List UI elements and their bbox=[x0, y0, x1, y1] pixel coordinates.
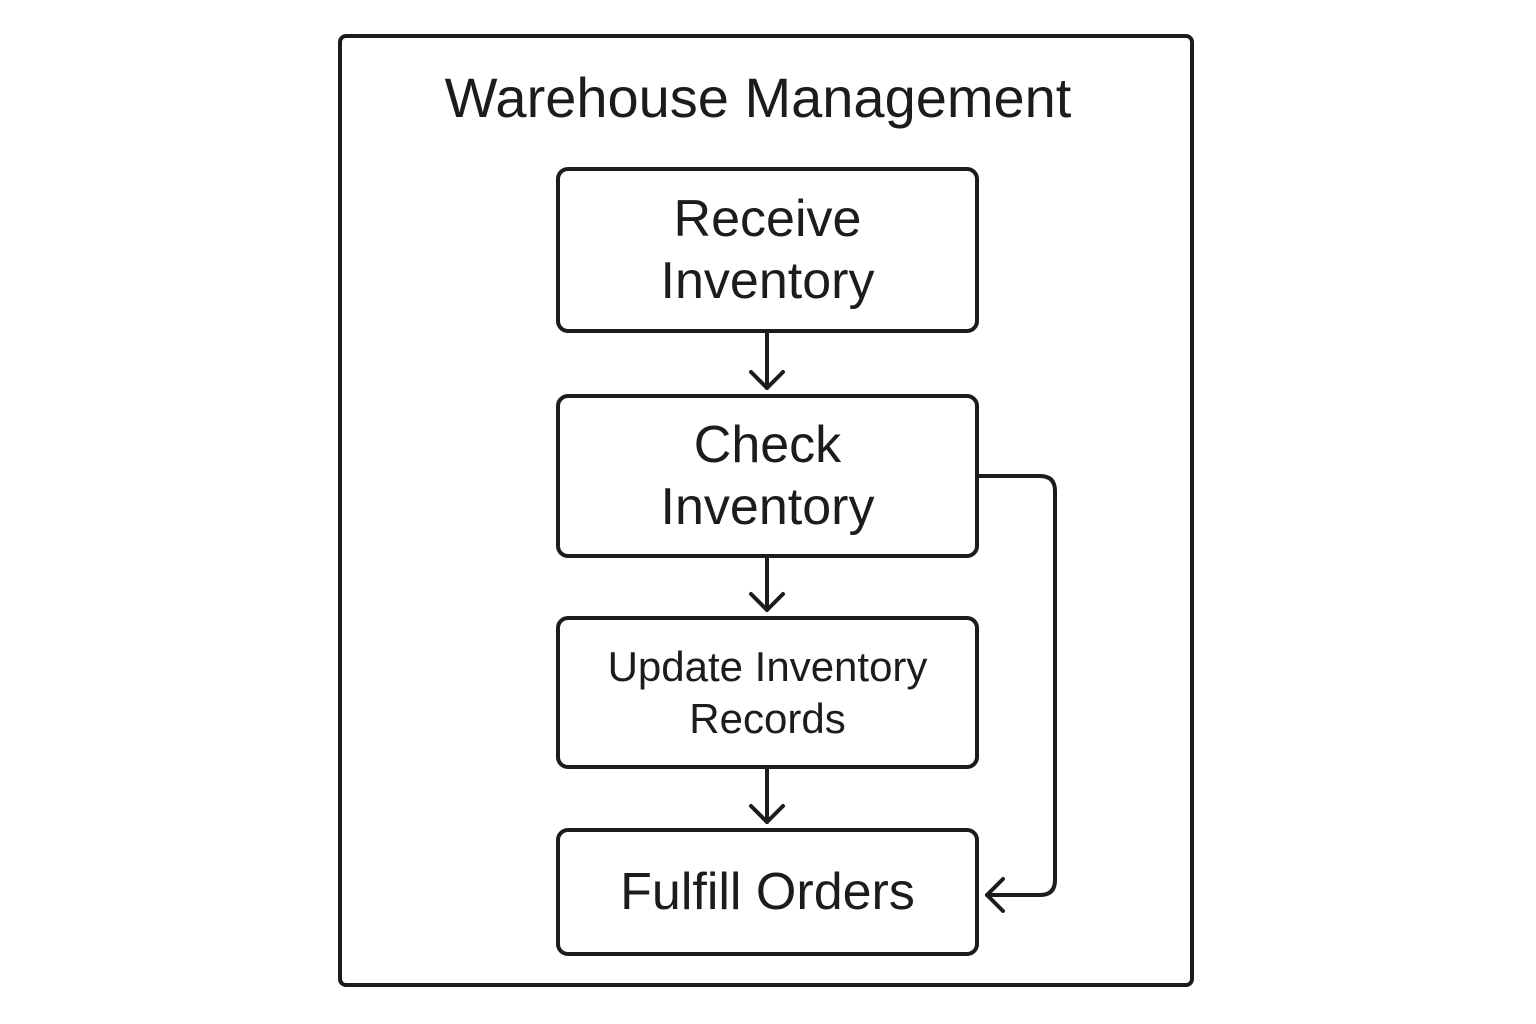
arrowhead-icon bbox=[985, 877, 1005, 913]
edge-check-to-fulfill bbox=[977, 474, 1057, 913]
node-label: Fulfill Orders bbox=[620, 863, 915, 921]
node-label: Update Inventory Records bbox=[607, 642, 928, 742]
node-label: Check Inventory bbox=[660, 416, 875, 536]
node-receive-inventory: Receive Inventory bbox=[556, 167, 979, 333]
arrowhead-icon bbox=[749, 370, 785, 390]
edge-check-to-update bbox=[749, 556, 785, 612]
node-check-inventory: Check Inventory bbox=[556, 394, 979, 558]
node-update-inventory-records: Update Inventory Records bbox=[556, 616, 979, 769]
edge-receive-to-check bbox=[749, 331, 785, 390]
arrowhead-icon bbox=[749, 804, 785, 824]
diagram-title: Warehouse Management bbox=[444, 66, 1072, 129]
node-label: Receive Inventory bbox=[660, 190, 875, 310]
arrowhead-icon bbox=[749, 592, 785, 612]
edge-update-to-fulfill bbox=[749, 767, 785, 824]
node-fulfill-orders: Fulfill Orders bbox=[556, 828, 979, 956]
diagram-frame bbox=[338, 34, 1194, 987]
